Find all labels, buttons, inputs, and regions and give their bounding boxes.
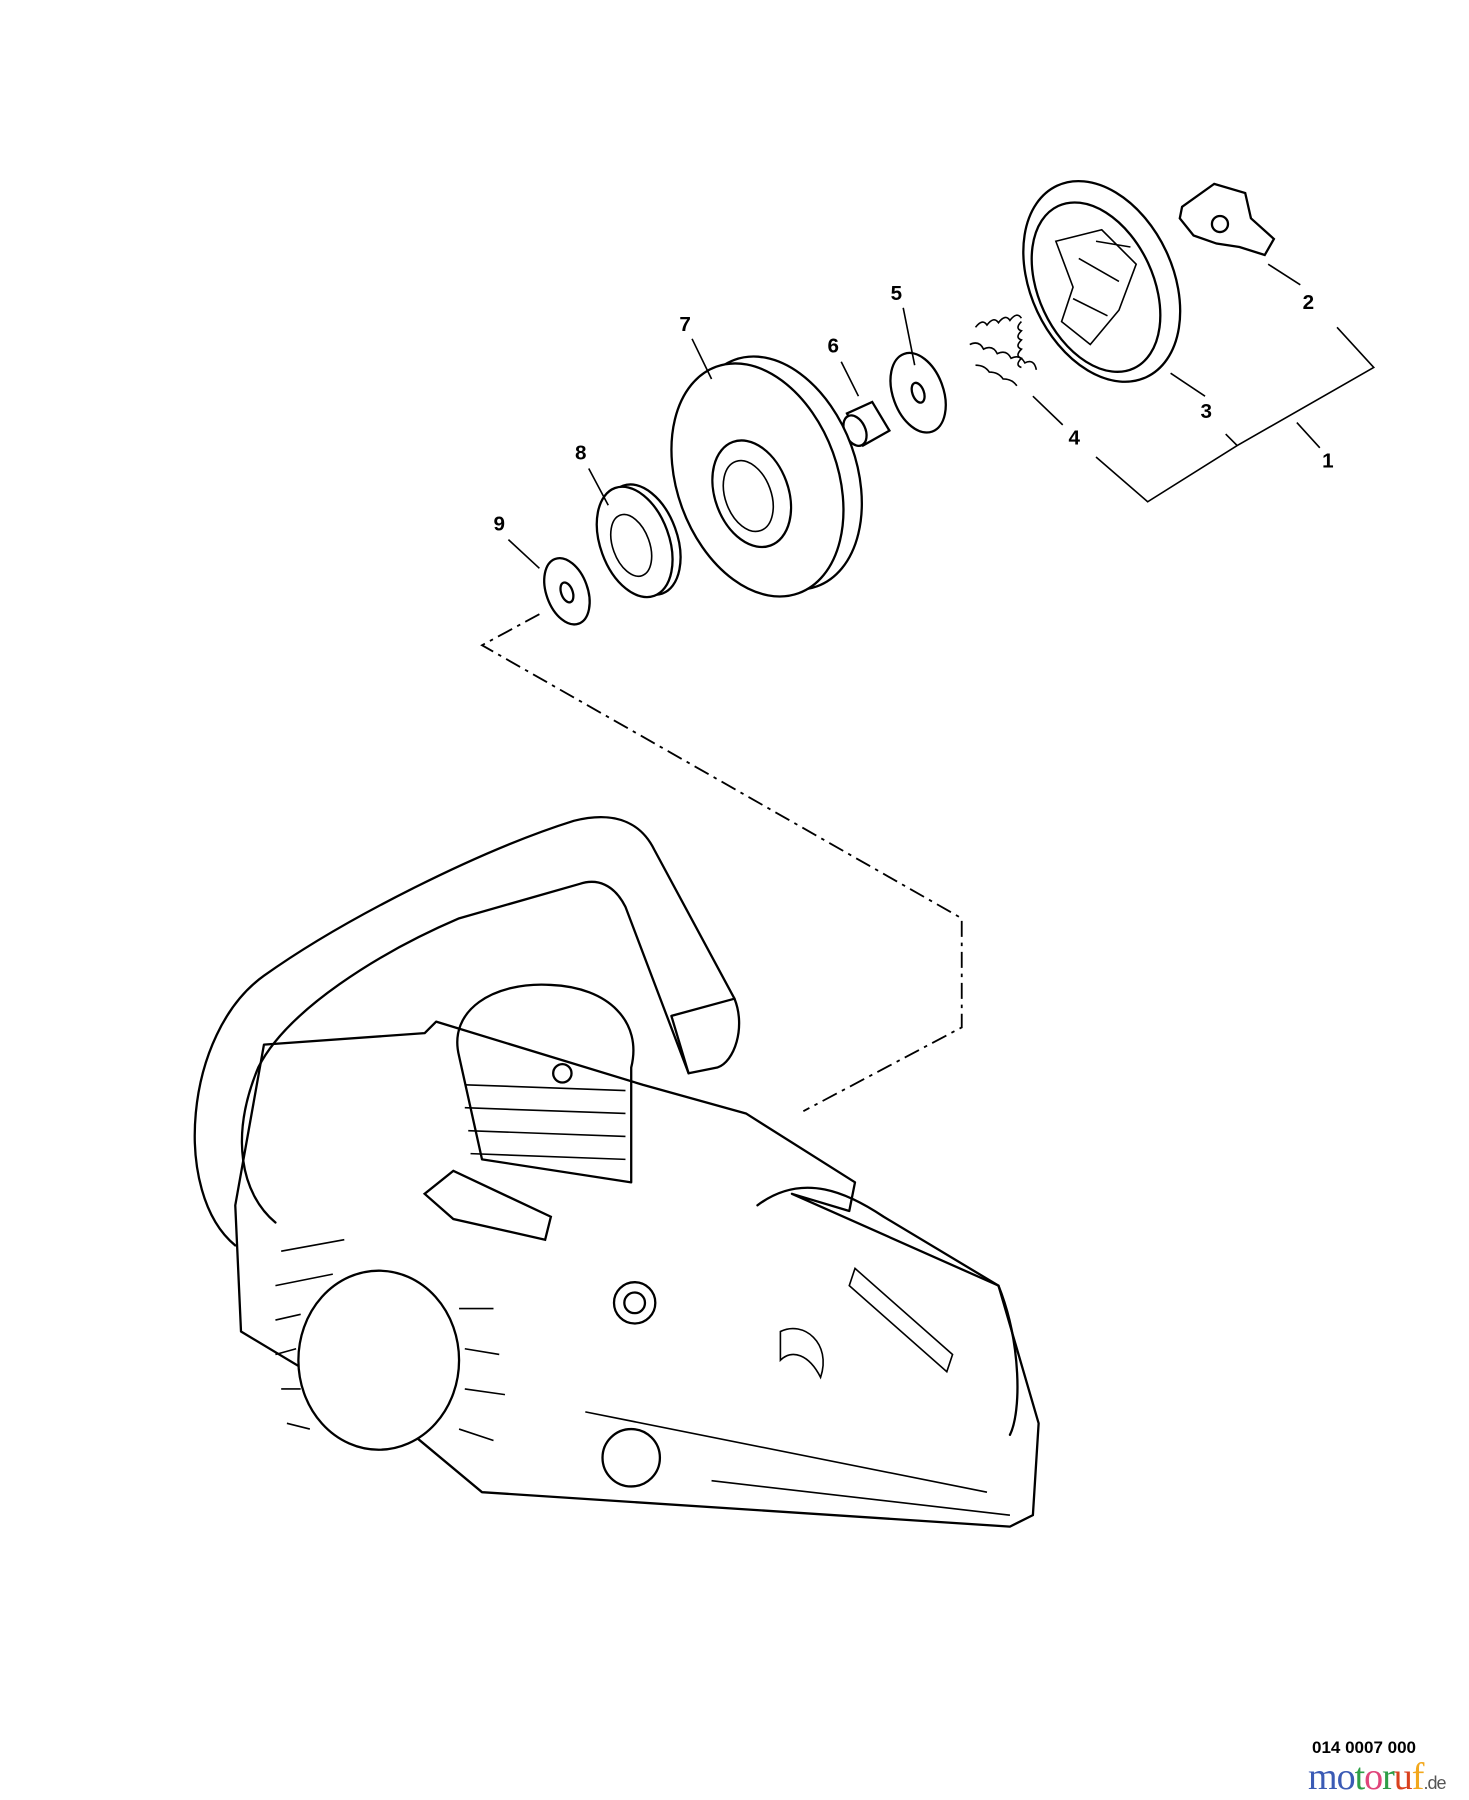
starter-grip bbox=[422, 1169, 553, 1242]
watermark-letter: o bbox=[1364, 1756, 1383, 1798]
callout-2: 2 bbox=[1303, 291, 1314, 314]
callout-3: 3 bbox=[1200, 400, 1211, 423]
part-8-sprocket bbox=[595, 483, 682, 599]
leader-lines bbox=[480, 263, 1376, 1112]
watermark-letter: f bbox=[1411, 1756, 1425, 1798]
starter-cover bbox=[297, 1269, 461, 1451]
part-2-nut bbox=[1178, 182, 1276, 257]
watermark-letter: r bbox=[1382, 1756, 1395, 1798]
cylinder bbox=[456, 983, 635, 1184]
callout-7: 7 bbox=[679, 313, 690, 336]
callout-5: 5 bbox=[891, 282, 902, 305]
callout-8: 8 bbox=[575, 441, 586, 464]
callout-1: 1 bbox=[1322, 449, 1333, 472]
callout-4: 4 bbox=[1068, 426, 1080, 449]
clutch-cover bbox=[756, 1186, 1019, 1436]
part-7-clutch-drum bbox=[670, 355, 863, 598]
watermark-suffix: .de bbox=[1423, 1773, 1446, 1793]
callout-6: 6 bbox=[827, 335, 838, 358]
part-5-washer bbox=[889, 351, 947, 434]
part-3-clutch bbox=[1022, 179, 1182, 383]
drawing-code: 014 0007 000 bbox=[1312, 1738, 1416, 1757]
watermark-logo: motoruf.de bbox=[1308, 1755, 1446, 1799]
watermark-letter: o bbox=[1336, 1756, 1356, 1798]
part-9-washer bbox=[543, 557, 591, 626]
watermark-letter: t bbox=[1354, 1756, 1366, 1798]
chainsaw-powerhead bbox=[193, 816, 1040, 1528]
watermark-letter: m bbox=[1308, 1756, 1338, 1798]
callout-9: 9 bbox=[493, 512, 504, 535]
part-4-springs bbox=[969, 314, 1038, 387]
watermark-letter: u bbox=[1393, 1756, 1413, 1798]
watermark-text: motoruf bbox=[1308, 1756, 1425, 1798]
